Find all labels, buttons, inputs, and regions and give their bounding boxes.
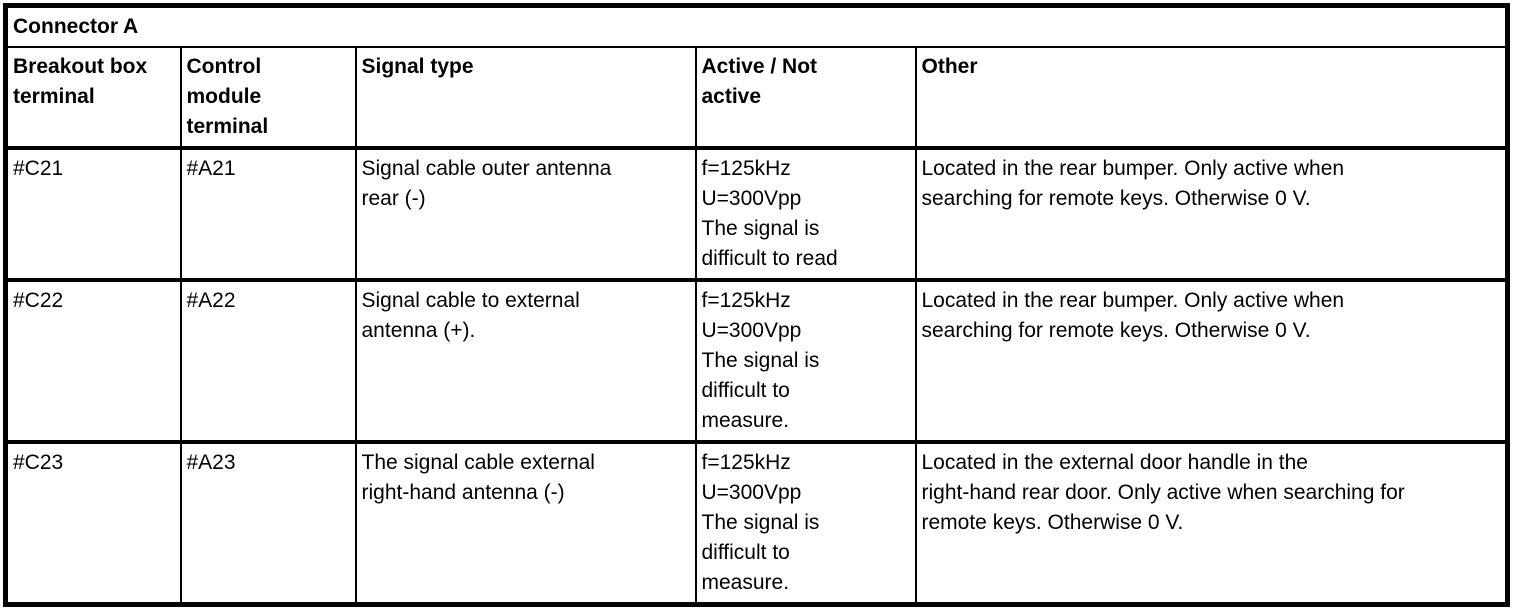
cell-other: Located in the rear bumper. Only active … [914,279,1509,444]
cell-breakout-terminal: #C23 [4,441,182,607]
column-header-breakout-box-terminal: Breakout box terminal [4,46,182,150]
cell-active-not-active: f=125kHz U=300Vpp The signal is difficul… [694,441,917,607]
table-title-row: Connector A [4,4,1509,48]
cell-breakout-terminal: #C21 [4,147,182,282]
connector-a-table: Connector A Breakout box terminal Contro… [3,3,1510,607]
table-row: #C23 #A23 The signal cable external righ… [4,441,1509,607]
cell-signal-type: Signal cable outer antenna rear (-) [354,147,697,282]
cell-signal-type: The signal cable external right-hand ant… [354,441,697,607]
column-header-signal-type: Signal type [354,46,697,150]
cell-module-terminal: #A21 [179,147,357,282]
table-header-row: Breakout box terminal Control module ter… [4,46,1509,150]
column-header-other: Other [914,46,1509,150]
cell-other: Located in the external door handle in t… [914,441,1509,607]
cell-module-terminal: #A22 [179,279,357,444]
cell-breakout-terminal: #C22 [4,279,182,444]
cell-module-terminal: #A23 [179,441,357,607]
cell-active-not-active: f=125kHz U=300Vpp The signal is difficul… [694,147,917,282]
table-row: #C21 #A21 Signal cable outer antenna rea… [4,147,1509,282]
column-header-control-module-terminal: Control module terminal [179,46,357,150]
cell-signal-type: Signal cable to external antenna (+). [354,279,697,444]
table-title: Connector A [4,4,1509,48]
cell-active-not-active: f=125kHz U=300Vpp The signal is difficul… [694,279,917,444]
cell-other: Located in the rear bumper. Only active … [914,147,1509,282]
table-row: #C22 #A22 Signal cable to external anten… [4,279,1509,444]
column-header-active-not-active: Active / Not active [694,46,917,150]
